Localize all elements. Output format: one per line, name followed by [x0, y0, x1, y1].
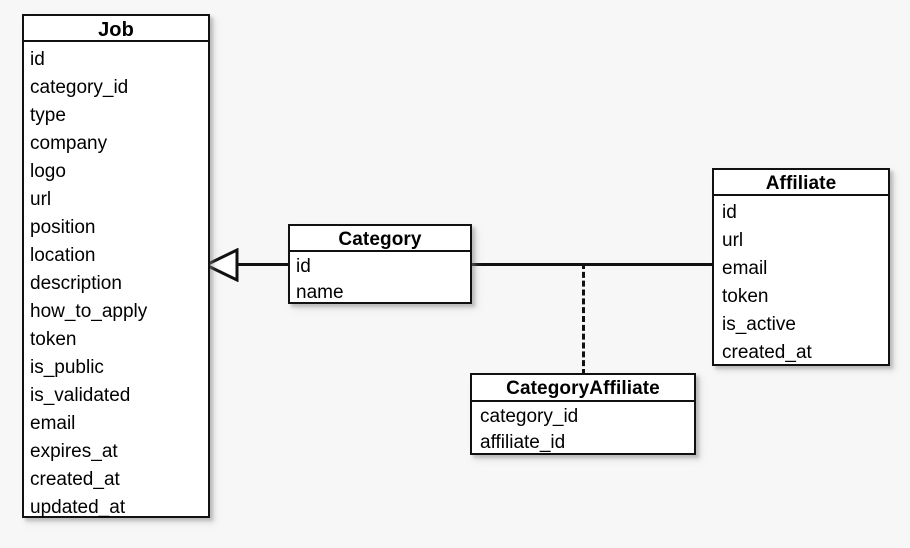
entity-field: created_at: [30, 469, 120, 490]
entity-field: updated_at: [30, 497, 126, 518]
entity-field: category_id: [30, 77, 129, 98]
entity-field: id: [296, 256, 311, 277]
entity-field: is_public: [30, 357, 104, 378]
entity-field: logo: [30, 161, 66, 182]
entity-field-list-job: id category_id type company logo url pos…: [24, 42, 208, 522]
entity-title-affiliate: Affiliate: [714, 170, 888, 196]
entity-title-category-affiliate: CategoryAffiliate: [472, 375, 694, 402]
entity-field: token: [30, 329, 77, 350]
entity-field: url: [722, 230, 744, 251]
entity-box-category-affiliate[interactable]: CategoryAffiliate category_id affiliate_…: [470, 373, 696, 455]
entity-field: company: [30, 133, 108, 154]
entity-field: email: [30, 413, 76, 434]
entity-field: expires_at: [30, 441, 118, 462]
connector-dashed-line-association-class: [582, 263, 585, 375]
entity-box-affiliate[interactable]: Affiliate id url email token is_active c…: [712, 168, 890, 366]
entity-field: created_at: [722, 342, 812, 363]
entity-field: url: [30, 189, 52, 210]
entity-field: id: [722, 202, 737, 223]
entity-field-list-affiliate: id url email token is_active created_at: [714, 196, 888, 367]
entity-field: position: [30, 217, 96, 238]
entity-box-job[interactable]: Job id category_id type company logo url…: [22, 14, 210, 518]
entity-field: is_validated: [30, 385, 131, 406]
connector-line-category-affiliate: [470, 263, 714, 266]
entity-title-category: Category: [290, 226, 470, 252]
entity-field: description: [30, 273, 122, 294]
hollow-triangle-arrow-icon: [203, 248, 239, 282]
connector-line-job-category: [236, 263, 290, 266]
entity-field: id: [30, 49, 45, 70]
entity-field: name: [296, 282, 344, 303]
entity-field: category_id: [480, 406, 579, 427]
entity-field: location: [30, 245, 96, 266]
entity-field: how_to_apply: [30, 301, 148, 322]
entity-field: type: [30, 105, 66, 126]
entity-field-list-category-affiliate: category_id affiliate_id: [472, 402, 694, 456]
entity-box-category[interactable]: Category id name: [288, 224, 472, 304]
entity-field: is_active: [722, 314, 796, 335]
entity-title-job: Job: [24, 16, 208, 42]
entity-field-list-category: id name: [290, 252, 470, 306]
entity-field: affiliate_id: [480, 432, 566, 453]
entity-field: token: [722, 286, 769, 307]
entity-field: email: [722, 258, 768, 279]
